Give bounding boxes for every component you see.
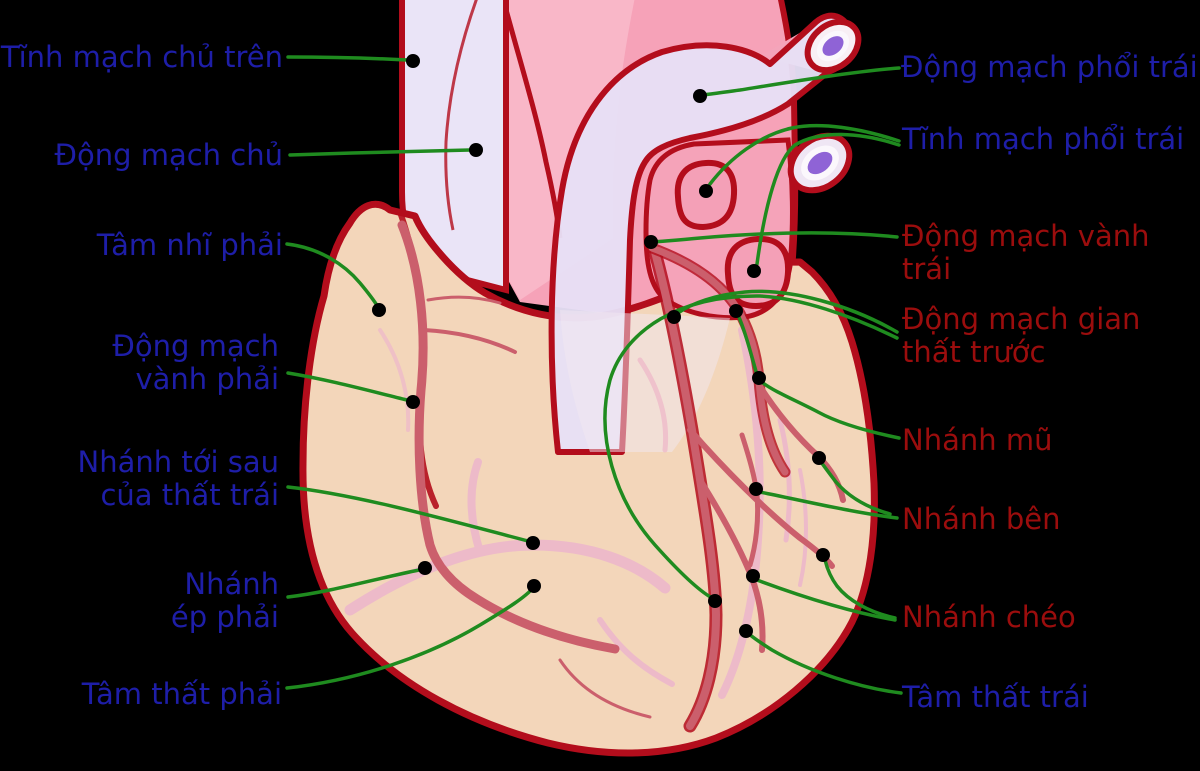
leader-tam-nhi-phai bbox=[285, 242, 380, 309]
dot-tam-nhi-phai bbox=[372, 303, 386, 317]
label-nhanh-cheo: Nhánh chéo bbox=[902, 600, 1076, 634]
dot-dong-mach-chu bbox=[469, 143, 483, 157]
cut-vessel-top bbox=[804, 18, 862, 74]
label-nhanh-ben: Nhánh bên bbox=[902, 502, 1061, 536]
label-tinh-mach-chu-tren: Tĩnh mạch chủ trên bbox=[0, 40, 283, 74]
leader-tinh-mach-phoi-trai-b bbox=[755, 132, 901, 266]
heart-body bbox=[299, 200, 878, 757]
label-dong-mach-chu: Động mạch chủ bbox=[54, 138, 284, 172]
label-tam-that-phai: Tâm thất phải bbox=[81, 677, 282, 711]
leader-nhanh-ben-b bbox=[819, 460, 892, 516]
dot-dong-mach-vanh-trai bbox=[644, 235, 658, 249]
dot-nhanh-cheo-a bbox=[816, 548, 830, 562]
coronary-arteries bbox=[397, 209, 846, 733]
leader-nhanh-toi-sau bbox=[286, 485, 530, 543]
marker-dots bbox=[372, 54, 830, 638]
label-dong-mach-phoi-trai: Động mạch phổi trái bbox=[901, 50, 1198, 84]
leader-nhanh-mu bbox=[761, 381, 901, 440]
label-nhanh-mu: Nhánh mũ bbox=[902, 423, 1053, 457]
leader-dong-mach-vanh-phai bbox=[286, 371, 409, 402]
dot-nhanh-ep-phai bbox=[418, 561, 432, 575]
label-tam-that-trai: Tâm thất trái bbox=[902, 680, 1089, 714]
dot-nhanh-ben-a bbox=[749, 482, 763, 496]
leader-nhanh-cheo-b bbox=[755, 578, 897, 622]
dot-tinh-mach-phoi-trai-a bbox=[699, 184, 713, 198]
dot-tinh-mach-phoi-trai-b bbox=[747, 264, 761, 278]
dot-dm-gian-that-truoc-b bbox=[708, 594, 722, 608]
label-dong-mach-vanh-trai: Động mạch vành trái bbox=[902, 219, 1150, 286]
label-tinh-mach-phoi-trai: Tĩnh mạch phổi trái bbox=[902, 122, 1185, 156]
dot-nhanh-ben-b bbox=[812, 451, 826, 465]
label-dong-mach-vanh-phai: Động mạch vành phải bbox=[112, 329, 279, 396]
leader-nhanh-ep-phai bbox=[286, 568, 421, 599]
cut-vessel-right bbox=[787, 132, 853, 194]
dot-nhanh-toi-sau bbox=[526, 536, 540, 550]
dot-tam-that-phai bbox=[527, 579, 541, 593]
dot-dm-gian-that-truoc-a bbox=[667, 310, 681, 324]
label-nhanh-ep-phai: Nhánh ép phải bbox=[170, 567, 279, 634]
label-tam-nhi-phai: Tâm nhĩ phải bbox=[96, 228, 283, 262]
dot-tam-that-trai bbox=[739, 624, 753, 638]
leader-nhanh-cheo-a bbox=[823, 558, 897, 620]
leader-lines bbox=[285, 55, 903, 695]
leader-dong-mach-chu bbox=[288, 148, 472, 157]
dot-dong-mach-vanh-phai bbox=[406, 395, 420, 409]
leader-nhanh-mu-2 bbox=[736, 313, 759, 377]
leader-tinh-mach-chu-tren bbox=[286, 55, 409, 62]
label-dong-mach-gian-that-truoc: Động mạch gian thất trước bbox=[902, 302, 1141, 369]
label-nhanh-toi-sau: Nhánh tới sau của thất trái bbox=[77, 445, 279, 512]
dot-tinh-mach-chu-tren bbox=[406, 54, 420, 68]
leader-dong-mach-vanh-trai bbox=[652, 231, 899, 244]
dot-nhanh-mu-2 bbox=[729, 304, 743, 318]
leader-dong-mach-phoi-trai bbox=[701, 66, 901, 97]
leader-dm-gian-that-truoc-b bbox=[603, 294, 899, 600]
leader-nhanh-ben-a bbox=[758, 490, 899, 520]
dot-dong-mach-phoi-trai bbox=[693, 89, 707, 103]
dot-nhanh-cheo-b bbox=[746, 569, 760, 583]
leader-tam-that-trai bbox=[746, 631, 903, 695]
leader-tam-that-phai bbox=[285, 587, 534, 690]
dot-nhanh-mu-1 bbox=[752, 371, 766, 385]
leader-tinh-mach-phoi-trai-a bbox=[708, 123, 901, 186]
